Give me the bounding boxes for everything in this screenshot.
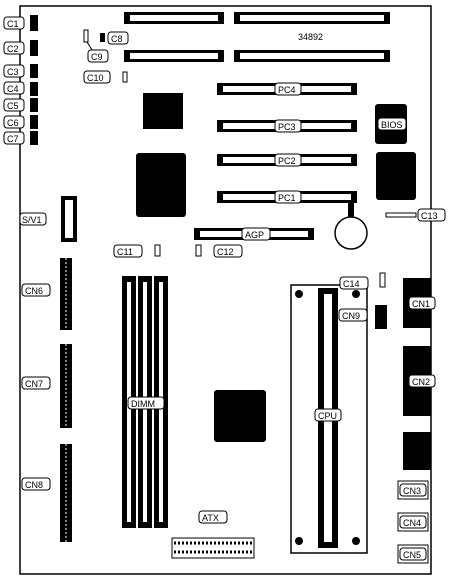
label-cn7: CN7 <box>25 379 43 389</box>
dimm-slots: DIMM <box>122 276 168 528</box>
header-cn7: CN7 <box>21 344 72 428</box>
connector-c3: C3 <box>3 64 38 78</box>
atx-power-connector: ATX <box>171 510 255 559</box>
left-connectors: C1 C2 C3 C4 C5 C6 C7 <box>3 15 38 145</box>
cpu-slot: CPU <box>290 284 368 554</box>
label-c5: C5 <box>7 101 19 111</box>
rear-connector-cn3: CN3 <box>397 480 429 500</box>
jumper-c10: C10 <box>83 70 128 84</box>
isa-slots <box>124 12 390 62</box>
pci-slot-pc3: PC3 <box>217 119 357 133</box>
label-cpu: CPU <box>318 411 337 421</box>
header-cn6: CN6 <box>21 258 72 330</box>
label-cn5: CN5 <box>403 550 421 560</box>
switch-sv1: S/V1 <box>19 196 77 242</box>
label-c11: C11 <box>117 247 133 257</box>
agp-slot: AGP <box>194 227 314 241</box>
jumper-c13: C13 <box>385 208 446 222</box>
pci-slots: PC4 PC3 PC2 PC1 <box>217 82 357 204</box>
label-cn8: CN8 <box>25 480 43 490</box>
chip-southbridge <box>214 390 266 442</box>
svg-text:PC1: PC1 <box>278 193 296 203</box>
label-cn3: CN3 <box>403 486 421 496</box>
label-cn2: CN2 <box>412 377 430 387</box>
board-model-number: 34892 <box>298 32 323 42</box>
jumper-c8-c9: C8 C9 <box>83 29 129 63</box>
label-sv1: S/V1 <box>22 215 42 225</box>
rear-connector-cn1: CN1 <box>403 278 436 328</box>
header-cn8: CN8 <box>21 444 72 542</box>
connector-c6: C6 <box>3 115 38 129</box>
svg-text:PC2: PC2 <box>278 156 296 166</box>
label-c4: C4 <box>7 84 19 94</box>
label-c13: C13 <box>421 211 438 221</box>
label-cn4: CN4 <box>403 518 421 528</box>
label-c14: C14 <box>343 279 360 289</box>
bios-chip: BIOS <box>375 104 407 144</box>
label-atx: ATX <box>202 513 219 523</box>
svg-text:AGP: AGP <box>245 230 264 240</box>
chip-northbridge <box>136 153 186 217</box>
label-cn1: CN1 <box>412 299 430 309</box>
label-c3: C3 <box>7 67 19 77</box>
rear-connector-cn5: CN5 <box>397 544 429 564</box>
label-dimm: DIMM <box>131 399 155 409</box>
connector-c4: C4 <box>3 81 38 96</box>
connector-c2: C2 <box>3 40 38 56</box>
label-c10: C10 <box>87 73 104 83</box>
label-c12: C12 <box>217 247 234 257</box>
chip-top-left <box>143 93 183 129</box>
jumper-c12: C12 <box>195 244 243 258</box>
connector-c7: C7 <box>3 131 38 145</box>
label-cn6: CN6 <box>25 286 43 296</box>
battery <box>334 203 368 250</box>
connector-c1: C1 <box>3 15 38 31</box>
rear-connector-cn2: CN2 <box>403 346 436 416</box>
connector-c5: C5 <box>3 98 38 112</box>
label-c9: C9 <box>91 52 103 62</box>
label-c6: C6 <box>7 118 19 128</box>
chip-right <box>376 152 416 200</box>
label-c8: C8 <box>111 34 123 44</box>
svg-text:PC3: PC3 <box>278 122 296 132</box>
jumper-c14: C14 <box>339 272 386 290</box>
label-c1: C1 <box>7 19 19 29</box>
jumper-c11: C11 <box>113 244 161 258</box>
rear-connector-cn4: CN4 <box>397 512 429 532</box>
rear-connector-game <box>403 432 431 470</box>
svg-text:PC4: PC4 <box>278 85 296 95</box>
label-bios: BIOS <box>381 120 403 130</box>
label-c2: C2 <box>7 44 19 54</box>
pci-slot-pc1: PC1 <box>217 190 357 204</box>
pci-slot-pc4: PC4 <box>217 82 357 96</box>
label-cn9: CN9 <box>342 311 360 321</box>
header-cn9: CN9 <box>338 305 387 329</box>
pci-slot-pc2: PC2 <box>217 153 357 167</box>
label-c7: C7 <box>7 134 19 144</box>
